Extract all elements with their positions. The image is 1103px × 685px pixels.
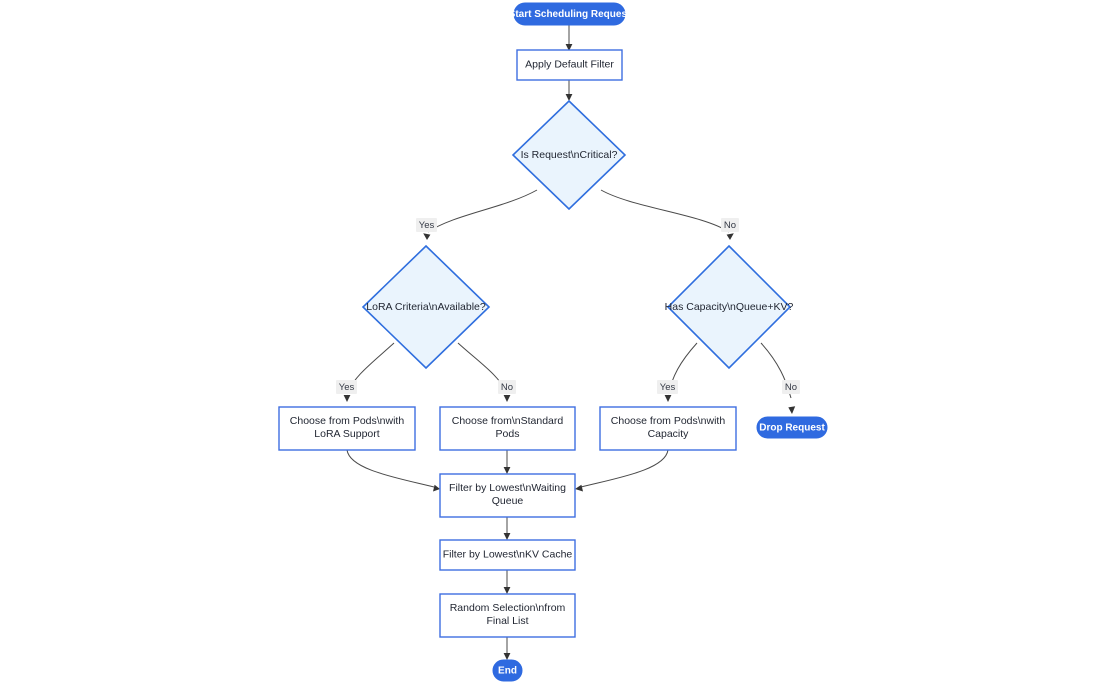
end-node-label: End	[498, 666, 517, 677]
edge-label-lora-yes: Yes	[336, 380, 357, 394]
node-filter-kv-cache[interactable]: Filter by Lowest\nKV Cache	[439, 539, 576, 571]
edge-label-lora-yes-text: Yes	[339, 382, 355, 393]
choose-capacity-pods-label-line1: Choose from Pods\nwith	[611, 415, 726, 427]
node-start[interactable]: Start Scheduling Request	[509, 2, 631, 26]
random-selection-shape[interactable]	[439, 593, 576, 638]
arrowhead-drop-request	[788, 406, 796, 414]
edge-label-capacity-no-text: No	[785, 382, 797, 393]
edge-label-lora-no-text: No	[501, 382, 513, 393]
edge-lora-pods-to-filter	[346, 449, 435, 488]
edge-label-capacity-no: No	[782, 380, 800, 394]
arrowhead-choose-lora-pods	[343, 395, 351, 402]
node-choose-standard-pods[interactable]: Choose from\nStandard Pods	[439, 406, 576, 451]
arrowhead-filter-kv	[503, 533, 511, 540]
arrowhead-filter-queue-center	[503, 467, 511, 474]
node-choose-lora-pods[interactable]: Choose from Pods\nwith LoRA Support	[278, 406, 416, 451]
arrowhead-choose-standard-pods	[503, 395, 511, 402]
edge-capacity-pods-to-filter	[580, 449, 669, 488]
choose-capacity-pods-label-line2: Capacity	[648, 428, 690, 440]
drop-request-label: Drop Request	[759, 423, 825, 434]
edge-layer	[343, 25, 796, 660]
filter-waiting-queue-label-line1: Filter by Lowest\nWaiting	[449, 482, 566, 494]
filter-waiting-queue-shape[interactable]	[439, 473, 576, 518]
edge-label-critical-no: No	[721, 218, 739, 232]
choose-lora-pods-label-line2: LoRA Support	[314, 428, 379, 440]
has-capacity-shape[interactable]	[666, 244, 792, 370]
node-apply-default-filter[interactable]: Apply Default Filter	[516, 49, 623, 81]
choose-lora-pods-shape[interactable]	[278, 406, 416, 451]
random-selection-label-line2: Final List	[486, 615, 528, 627]
choose-capacity-pods-shape[interactable]	[599, 406, 737, 451]
edge-label-critical-no-text: No	[724, 220, 736, 231]
filter-waiting-queue-label-line2: Queue	[492, 495, 524, 507]
node-random-selection[interactable]: Random Selection\nfrom Final List	[439, 593, 576, 638]
lora-criteria-available-label: LoRA Criteria\nAvailable?	[366, 301, 486, 313]
arrowhead-has-capacity	[726, 233, 734, 240]
end-node-shape[interactable]	[492, 659, 523, 682]
arrowhead-end	[503, 653, 511, 660]
start-node-shape[interactable]	[513, 2, 626, 26]
choose-standard-pods-label-line2: Pods	[496, 428, 520, 440]
node-layer: Start Scheduling Request Apply Default F…	[278, 2, 828, 682]
edge-label-layer: Yes No Yes No Yes No	[336, 218, 800, 394]
arrowhead-apply-filter	[565, 44, 573, 51]
drop-request-shape[interactable]	[756, 416, 828, 439]
node-drop-request[interactable]: Drop Request	[756, 416, 828, 439]
lora-criteria-available-shape[interactable]	[361, 244, 491, 370]
edge-critical-no	[600, 189, 730, 233]
edge-label-critical-yes: Yes	[416, 218, 437, 232]
node-filter-waiting-queue[interactable]: Filter by Lowest\nWaiting Queue	[439, 473, 576, 518]
is-request-critical-shape[interactable]	[511, 99, 627, 211]
has-capacity-label: Has Capacity\nQueue+KV?	[665, 301, 794, 313]
arrowhead-choose-capacity-pods	[664, 395, 672, 402]
start-node-label: Start Scheduling Request	[509, 9, 631, 20]
arrowhead-lora-criteria	[423, 233, 431, 240]
edge-critical-yes	[427, 189, 538, 233]
node-end[interactable]: End	[492, 659, 523, 682]
node-has-capacity[interactable]: Has Capacity\nQueue+KV?	[665, 244, 794, 370]
choose-standard-pods-label-line1: Choose from\nStandard	[452, 415, 564, 427]
is-request-critical-label: Is Request\nCritical?	[521, 149, 618, 161]
edge-label-critical-yes-text: Yes	[419, 220, 435, 231]
arrowhead-critical	[565, 94, 573, 101]
filter-kv-cache-shape[interactable]	[439, 539, 576, 571]
apply-default-filter-shape[interactable]	[516, 49, 623, 81]
apply-default-filter-label: Apply Default Filter	[525, 58, 614, 70]
random-selection-label-line1: Random Selection\nfrom	[450, 602, 566, 614]
node-lora-criteria-available[interactable]: LoRA Criteria\nAvailable?	[361, 244, 491, 370]
arrowhead-filter-queue-right	[575, 484, 583, 492]
arrowhead-filter-queue-left	[433, 484, 440, 492]
edge-label-lora-no: No	[498, 380, 516, 394]
edge-label-capacity-yes-text: Yes	[660, 382, 676, 393]
node-is-request-critical[interactable]: Is Request\nCritical?	[511, 99, 627, 211]
node-choose-capacity-pods[interactable]: Choose from Pods\nwith Capacity	[599, 406, 737, 451]
choose-lora-pods-label-line1: Choose from Pods\nwith	[290, 415, 405, 427]
arrowhead-random-selection	[503, 587, 511, 594]
filter-kv-cache-label: Filter by Lowest\nKV Cache	[443, 548, 573, 560]
choose-standard-pods-shape[interactable]	[439, 406, 576, 451]
edge-label-capacity-yes: Yes	[657, 380, 678, 394]
